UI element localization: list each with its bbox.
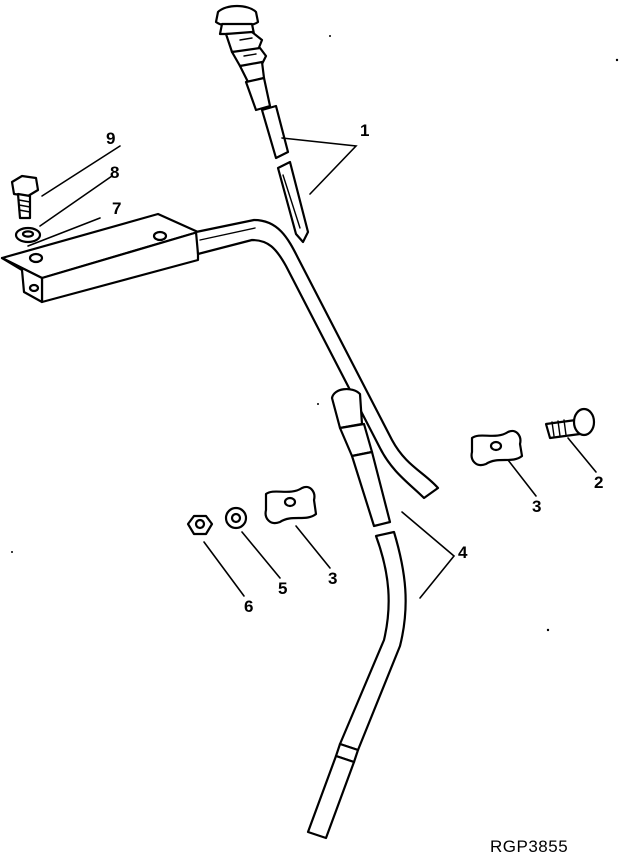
lower-tube-part-4 — [306, 388, 407, 840]
clamp-part-3-left — [264, 485, 318, 525]
nut-part-6 — [186, 514, 214, 536]
screw-part-2 — [544, 407, 596, 440]
bracket-part-7 — [0, 212, 200, 304]
callout-5: 5 — [278, 579, 287, 598]
callout-2: 2 — [594, 473, 603, 492]
callout-4: 4 — [458, 543, 468, 562]
upper-tube — [194, 218, 440, 500]
callout-9: 9 — [106, 129, 115, 148]
bolt-part-9 — [10, 174, 40, 220]
leader-lines — [27, 137, 597, 599]
scan-specks — [11, 35, 619, 632]
dipstick-part-1 — [214, 4, 310, 244]
callout-6: 6 — [244, 597, 253, 616]
reference-code: RGP3855 — [490, 837, 568, 855]
callout-1: 1 — [360, 121, 369, 140]
washer-part-8 — [14, 226, 42, 244]
callout-7: 7 — [112, 199, 121, 218]
callout-8: 8 — [110, 163, 119, 182]
callout-3-right: 3 — [532, 497, 541, 516]
washer-part-5 — [224, 506, 248, 530]
callout-3-left: 3 — [328, 569, 337, 588]
clamp-part-3-right — [470, 429, 524, 467]
callout-labels: 1 2 3 3 4 5 6 7 8 9 — [106, 121, 603, 616]
